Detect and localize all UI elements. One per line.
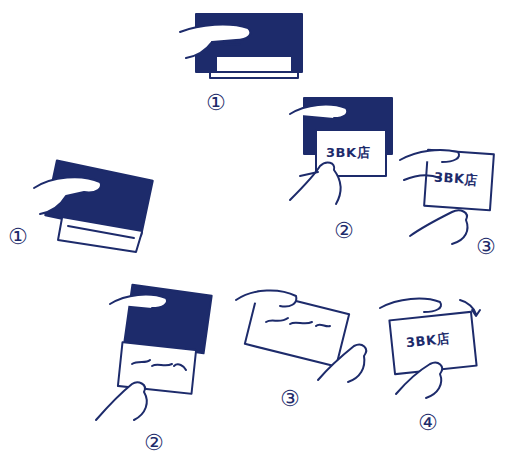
card-lower-4 — [380, 299, 480, 398]
step-number: ④ — [418, 412, 438, 434]
step-number: ① — [8, 226, 28, 248]
step-number: ③ — [280, 388, 300, 410]
card-text: 3BK店 — [326, 146, 370, 159]
step-number: ② — [334, 220, 354, 242]
card-reader-upper-2 — [290, 98, 392, 204]
card-reader-upper-1 — [180, 14, 302, 78]
step-number: ③ — [476, 236, 496, 258]
step-number: ① — [206, 92, 226, 114]
card-text: 3BK店 — [434, 170, 479, 186]
card-reader-lower-2 — [96, 285, 212, 420]
card-lower-3 — [236, 290, 366, 382]
card-upper-3 — [400, 150, 494, 244]
step-number: ② — [144, 432, 164, 454]
card-reader-lower-1 — [34, 160, 153, 252]
